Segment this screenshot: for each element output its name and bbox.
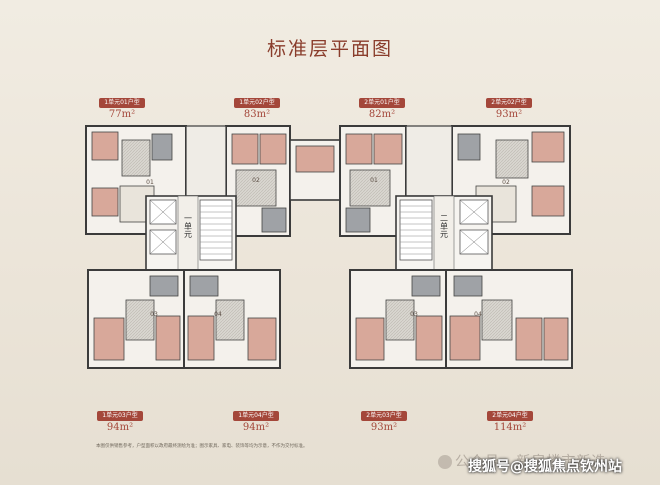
unit-area: 82m² <box>368 109 396 120</box>
unit-number: 02 <box>502 179 510 186</box>
page-title: 标准层平面图 <box>266 38 393 60</box>
unit-area: 114m² <box>493 422 527 433</box>
unit-type-label: 2单元04户型 <box>487 411 533 421</box>
core-label-unit-2: 二单元 <box>440 214 449 239</box>
footnote-disclaimer: 本图仅供销售参考，户型面积以政府最终测绘为准；图示家具、家电、装饰等均为示意，不… <box>96 444 308 449</box>
unit-tag: 2单元02户型 93m² <box>478 89 540 120</box>
watermark-sohu: 搜狐号@搜狐焦点钦州站 <box>468 459 622 475</box>
unit-type-label: 1单元03户型 <box>97 411 143 421</box>
unit-number: 02 <box>252 177 260 184</box>
unit-tag: 1单元03户型 94m² <box>89 402 151 433</box>
unit-number: 03 <box>410 311 418 318</box>
unit-number: 01 <box>370 177 378 184</box>
unit-area: 94m² <box>242 422 270 433</box>
unit-area: 77m² <box>108 109 136 120</box>
unit-type-label: 1单元04户型 <box>233 411 279 421</box>
unit-type-label: 2单元02户型 <box>486 98 532 108</box>
watermark-faint: 公众号 · 新房楼市新选 <box>438 451 606 471</box>
unit-area: 93m² <box>370 422 398 433</box>
unit-area: 94m² <box>106 422 134 433</box>
unit-type-label: 1单元02户型 <box>234 98 280 108</box>
unit-number: 04 <box>214 311 222 318</box>
unit-number: 04 <box>474 311 482 318</box>
unit-tag: 2单元01户型 82m² <box>351 89 413 120</box>
unit-area: 93m² <box>495 109 523 120</box>
unit-tag: 1单元04户型 94m² <box>225 402 287 433</box>
unit-tag: 1单元01户型 77m² <box>91 89 153 120</box>
wechat-logo-icon <box>438 455 452 469</box>
unit-tag: 2单元03户型 93m² <box>353 402 415 433</box>
unit-tag: 2单元04户型 114m² <box>479 402 541 433</box>
unit-number: 01 <box>146 179 154 186</box>
watermark-faint-text: 公众号 · 新房楼市新选 <box>455 454 607 470</box>
unit-number: 03 <box>150 311 158 318</box>
unit-area: 83m² <box>243 109 271 120</box>
unit-tag: 1单元02户型 83m² <box>226 89 288 120</box>
unit-type-label: 2单元01户型 <box>359 98 405 108</box>
wing-left <box>85 125 291 369</box>
unit-type-label: 2单元03户型 <box>361 411 407 421</box>
core-label-unit-1: 一单元 <box>184 214 193 239</box>
unit-type-label: 1单元01户型 <box>99 98 145 108</box>
wing-right <box>289 125 573 369</box>
